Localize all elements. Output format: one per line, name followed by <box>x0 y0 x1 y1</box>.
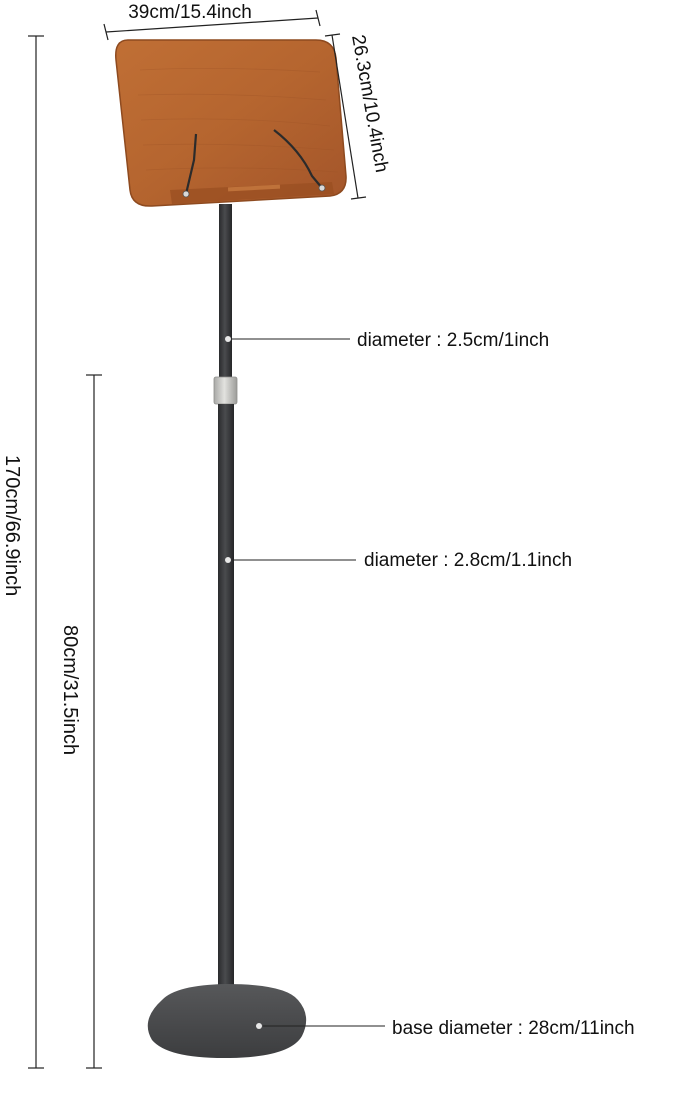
stand-base <box>147 984 307 1059</box>
wood-grain <box>137 68 339 173</box>
base-plate <box>147 984 307 1059</box>
total-height-dimension <box>28 35 44 1069</box>
lower-tube-marker <box>225 557 231 563</box>
base-label: base diameter : 28cm/11inch <box>392 1018 635 1039</box>
depth-dimension <box>324 33 367 200</box>
lower-height-label: 80cm/31.5inch <box>59 625 81 755</box>
lower-tube <box>218 404 234 1044</box>
total-height-label: 170cm/66.9inch <box>1 455 23 596</box>
upper-tube-marker <box>225 336 231 342</box>
ledge-slot <box>227 184 281 192</box>
lower-tube-label: diameter : 2.8cm/1.1inch <box>364 550 572 571</box>
upper-tube <box>219 204 232 380</box>
width-label: 39cm/15.4inch <box>128 2 252 23</box>
base-marker <box>256 1023 262 1029</box>
width-dimension <box>103 9 321 41</box>
stand-pole <box>213 204 238 1044</box>
desk-board <box>115 39 347 207</box>
screw-right <box>318 184 326 192</box>
screw-left <box>182 190 190 198</box>
wooden-desk <box>115 39 347 207</box>
upper-tube-label: diameter : 2.5cm/1inch <box>357 330 549 351</box>
page-holder-right <box>273 129 323 189</box>
depth-label: 26.3cm/10.4inch <box>347 33 392 174</box>
desk-ledge <box>170 182 334 204</box>
lower-height-dimension <box>86 374 102 1069</box>
height-collar <box>213 376 238 405</box>
page-holder-left <box>184 133 198 195</box>
